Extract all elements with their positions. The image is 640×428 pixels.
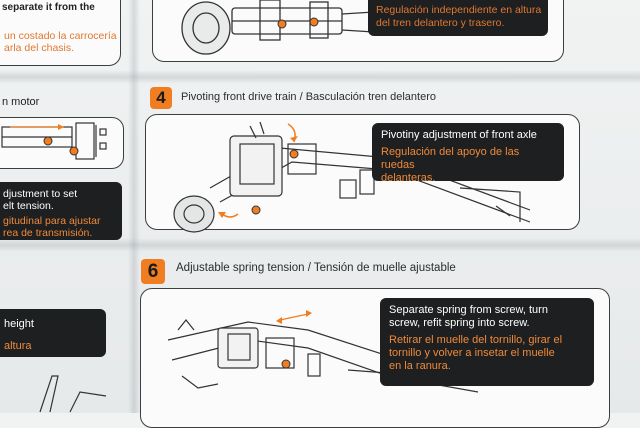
step-4-caption-en: Pivotiny adjustment of front axle — [381, 129, 537, 141]
left-middle-caption — [0, 182, 122, 240]
step-6-caption-es-3: en la ranura. — [389, 360, 451, 372]
step-6-caption: Separate spring from screw, turn screw, … — [380, 298, 594, 386]
left-bottom-drawing — [39, 375, 107, 413]
top-right-caption-es-1: Regulación independiente en altura — [376, 4, 542, 16]
step-4-drawing — [173, 121, 531, 233]
paper-fold — [0, 238, 640, 252]
step-6-title: Adjustable spring tension / Tensión de m… — [176, 262, 456, 274]
step-6-caption-es-2: tornillo y volver a insetar el muelle — [389, 347, 555, 359]
step-4-caption-es-1: Regulación del apoyo de las ruedas — [381, 146, 520, 171]
step-4-caption: Pivotiny adjustment of front axle Regula… — [372, 123, 564, 184]
left-middle-caption-en-2: elt tension. — [3, 200, 54, 212]
step-6-caption-en-2: screw, refit spring into screw. — [389, 317, 530, 329]
paper-fold-vertical — [128, 0, 140, 413]
left-middle-caption-en-1: djustment to set — [3, 188, 78, 200]
top-left-text-es-1: un costado la carrocería — [4, 30, 117, 42]
left-bottom-caption — [0, 309, 106, 357]
step-number-badge-6: 6 — [141, 259, 165, 284]
top-right-caption-es-2: del tren delantero y trasero. — [376, 17, 505, 29]
step-6-caption-en-1: Separate spring from screw, turn — [389, 304, 548, 316]
step-6-caption-es-1: Retirar el muelle del tornillo, girar el — [389, 334, 563, 346]
paper-fold — [0, 70, 640, 84]
left-middle-caption-es-1: gitudinal para ajustar — [3, 215, 101, 227]
step-4-caption-es-2: delanteras. — [381, 172, 436, 184]
left-middle-caption-es-2: rea de transmisión. — [3, 227, 93, 239]
left-bottom-caption-en: height — [4, 318, 34, 330]
step-number-badge: 4 — [150, 87, 172, 109]
top-chassis-drawing — [181, 0, 375, 55]
top-left-text-en: separate it from the — [2, 2, 95, 13]
left-bottom-caption-es: altura — [4, 340, 32, 352]
step-4-title: Pivoting front drive train / Basculación… — [181, 91, 436, 103]
left-middle-drawing — [1, 122, 107, 160]
top-right-caption — [368, 0, 548, 36]
left-middle-header: n motor — [2, 96, 40, 108]
top-left-text-es-2: arla del chasis. — [4, 42, 75, 54]
top-left-panel — [0, 0, 121, 66]
